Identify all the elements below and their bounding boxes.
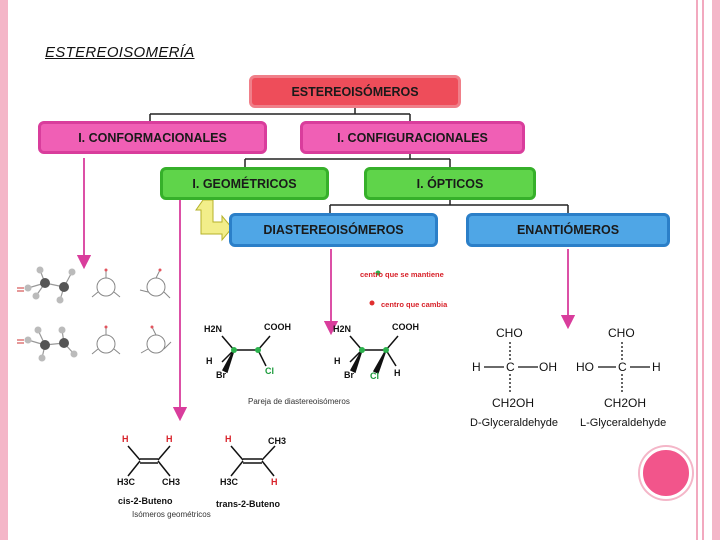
atom-label: CH3	[162, 477, 181, 487]
slide-border-line	[702, 0, 704, 540]
atom-label: COOH	[264, 322, 291, 332]
node-geometricos: I. GEOMÉTRICOS	[160, 167, 329, 200]
atom-label: H	[334, 356, 341, 366]
atom-label: H	[652, 360, 661, 374]
atom-label: H3C	[220, 477, 239, 487]
decorative-dot	[640, 447, 692, 499]
atom-label: H2N	[333, 324, 352, 334]
isomer-name: trans-2-Buteno	[216, 499, 281, 509]
atom-label: CH2OH	[492, 396, 535, 410]
diastereo-caption: Pareja de diastereoisómeros	[248, 397, 350, 406]
atom-label: HO	[576, 360, 594, 374]
isomer-name: L-Glyceraldehyde	[580, 417, 667, 429]
atom-label: C	[618, 360, 627, 374]
node-diastereoisomeros: DIASTEREOISÓMEROS	[229, 213, 438, 247]
atom-label: H2N	[204, 324, 223, 334]
slide-border-line	[696, 0, 698, 540]
atom-label: H	[166, 434, 173, 444]
node-enantiomeros: ENANTIÓMEROS	[466, 213, 670, 247]
slide-border-right	[712, 0, 720, 540]
atom-label: H	[122, 434, 129, 444]
atom-label: OH	[539, 360, 557, 374]
isomer-name: cis-2-Buteno	[118, 496, 173, 506]
atom-label: H	[206, 356, 213, 366]
geometric-caption: Isómeros geométricos	[132, 510, 211, 519]
slide-border-left	[0, 0, 8, 540]
node-configuracionales: I. CONFIGURACIONALES	[300, 121, 525, 154]
atom-label: H	[394, 368, 401, 378]
atom-label: H3C	[117, 477, 136, 487]
legend-changed-center: centro que cambia	[381, 300, 448, 309]
node-conformacionales: I. CONFORMACIONALES	[38, 121, 267, 154]
atom-label: C	[506, 360, 515, 374]
newman-projection	[91, 269, 172, 355]
legend-kept-center: centro que se mantiene	[360, 270, 444, 279]
atom-label: H	[271, 477, 278, 487]
node-estereoisomeros: ESTEREOISÓMEROS	[249, 75, 461, 108]
atom-label: Cl	[370, 371, 379, 381]
atom-label: H	[225, 434, 232, 444]
atom-label: COOH	[392, 322, 419, 332]
atom-label: Br	[216, 370, 227, 380]
atom-label: Cl	[265, 366, 274, 376]
atom-label: CHO	[496, 326, 523, 340]
atom-label: CH3	[268, 436, 287, 446]
isomer-name: D-Glyceraldehyde	[470, 417, 559, 429]
atom-label: Br	[344, 370, 355, 380]
page-title: ESTEREOISOMERÍA	[45, 44, 195, 61]
atom-label: H	[472, 360, 481, 374]
atom-label: CHO	[608, 326, 635, 340]
node-opticos: I. ÓPTICOS	[364, 167, 536, 200]
atom-label: CH2OH	[604, 396, 647, 410]
